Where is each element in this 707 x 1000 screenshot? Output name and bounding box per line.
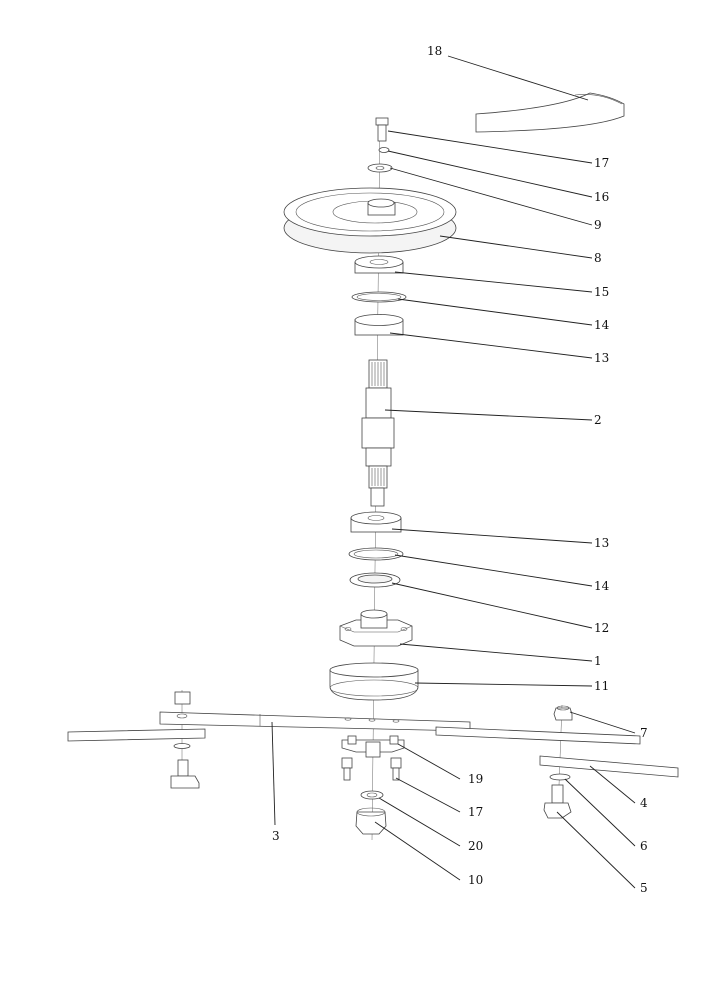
leader-1	[399, 643, 593, 662]
leader-13b	[391, 528, 593, 544]
leader-6	[564, 778, 636, 847]
part-14-circlip-upper	[351, 291, 407, 303]
leader-11	[414, 682, 593, 687]
callout-15: 15	[594, 285, 609, 299]
part-8-pulley	[283, 187, 457, 254]
part-15-bearing	[354, 255, 404, 274]
callout-14-lower: 14	[594, 579, 610, 593]
part-18-guard	[475, 92, 625, 133]
left-blade-bolt-assembly	[170, 691, 200, 789]
leader-16	[387, 150, 593, 198]
leader-13a	[389, 332, 593, 359]
part-6-washer	[549, 773, 571, 781]
callout-17-lower: 17	[468, 805, 483, 819]
part-2-spindle	[361, 359, 395, 507]
callout-9: 9	[594, 218, 602, 232]
callout-13: 13	[594, 351, 609, 365]
callout-4: 4	[640, 796, 648, 810]
callout-16: 16	[594, 190, 609, 204]
leader-8	[439, 235, 593, 259]
leader-14b	[394, 554, 593, 587]
callout-1: 1	[594, 654, 602, 668]
leader-14a	[397, 298, 593, 326]
callout-3: 3	[272, 829, 280, 843]
part-10-nut	[355, 807, 387, 835]
leader-7	[569, 711, 636, 734]
callout-labels: 18 17 16 9 8 15 14 13 2 13 14 12 1 11 7 …	[272, 44, 648, 895]
callout-20: 20	[468, 839, 483, 853]
callout-18: 18	[427, 44, 442, 58]
part-19-clamp	[341, 735, 405, 758]
callout-10: 10	[468, 873, 483, 887]
callout-5: 5	[640, 881, 648, 895]
callout-14: 14	[594, 318, 610, 332]
part-13-bearing-lower	[350, 511, 402, 533]
leader-12	[391, 582, 593, 629]
callout-13-lower: 13	[594, 536, 609, 550]
callout-2: 2	[594, 413, 602, 427]
leader-18	[447, 55, 589, 101]
callout-8: 8	[594, 251, 602, 265]
part-14-circlip-lower	[348, 547, 404, 561]
part-3-blade-bar	[67, 711, 679, 778]
part-20-washer	[360, 790, 384, 800]
part-17-clamp-bolts	[341, 757, 402, 781]
leader-20	[378, 797, 461, 847]
leader-10	[374, 821, 461, 881]
leader-4	[589, 765, 636, 804]
part-5-bolt	[543, 784, 572, 819]
leader-9	[389, 167, 593, 226]
leader-15	[394, 271, 593, 293]
part-16-lock-washer	[378, 147, 390, 153]
part-12-seal	[349, 572, 401, 588]
part-13-bearing-upper	[354, 314, 404, 336]
callout-11: 11	[594, 679, 609, 693]
part-7-nut	[553, 705, 573, 721]
leader-3	[271, 721, 276, 826]
part-11-cup	[329, 662, 419, 701]
part-1-housing	[339, 609, 413, 647]
part-9-washer	[367, 163, 393, 173]
leader-17b	[395, 777, 461, 813]
callout-17: 17	[594, 156, 609, 170]
leader-2	[384, 409, 593, 421]
callout-6: 6	[640, 839, 648, 853]
callout-7: 7	[640, 726, 648, 740]
leader-5	[556, 811, 636, 889]
leader-19	[397, 743, 461, 780]
part-17-top-bolt	[375, 117, 389, 142]
callout-12: 12	[594, 621, 609, 635]
leader-17a	[387, 130, 593, 164]
callout-19: 19	[468, 772, 483, 786]
leader-lines	[271, 55, 636, 889]
